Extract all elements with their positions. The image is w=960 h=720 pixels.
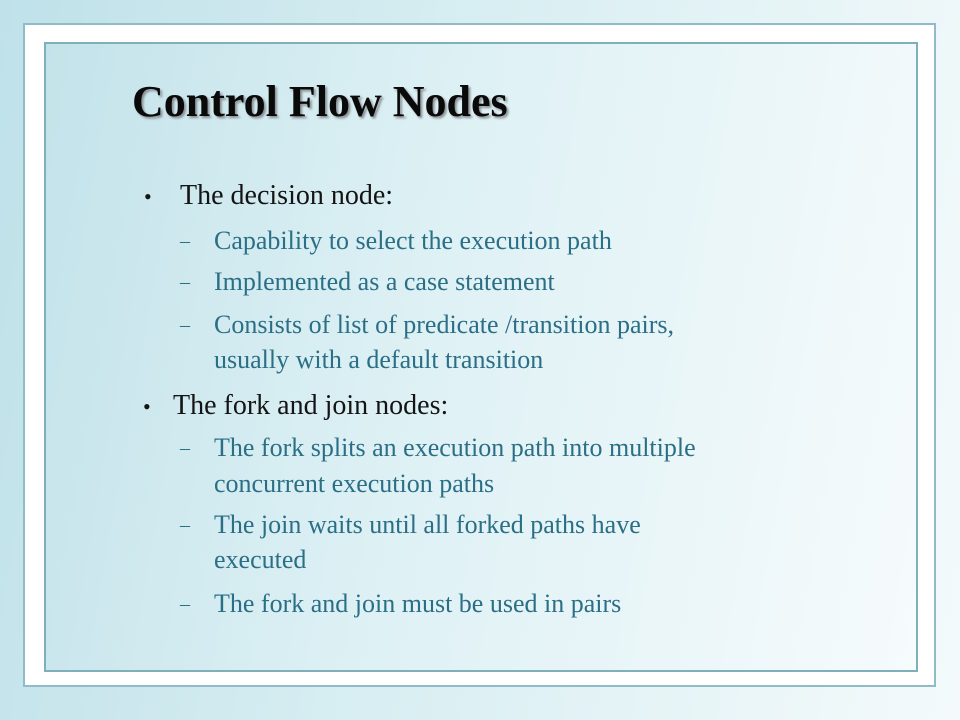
dash-marker: – — [180, 314, 190, 336]
dash-marker: – — [180, 437, 190, 459]
subitem-text: Consists of list of predicate /transitio… — [214, 310, 674, 339]
subitem-text: Implemented as a case statement — [214, 267, 555, 296]
bullet-decision-node: • The decision node: — [144, 180, 394, 212]
subitem: – Capability to select the execution pat… — [180, 223, 612, 259]
subitem-text: concurrent execution paths — [214, 469, 495, 498]
subitem-text: Capability to select the execution path — [214, 226, 612, 255]
subitem-continuation: concurrent execution paths — [214, 466, 494, 502]
subitem-text: usually with a default transition — [214, 345, 544, 374]
subitem-continuation: usually with a default transition — [214, 342, 543, 378]
subitem-text: The fork and join must be used in pairs — [214, 589, 622, 618]
dash-marker: – — [180, 514, 190, 536]
subitem-text: The fork splits an execution path into m… — [214, 433, 696, 462]
subitem: – Consists of list of predicate /transit… — [180, 307, 674, 343]
bullet-text: The decision node: — [180, 180, 394, 211]
bullet-fork-join-nodes: • The fork and join nodes: — [143, 390, 449, 422]
bullet-text: The fork and join nodes: — [173, 390, 449, 421]
subitem-continuation: executed — [214, 542, 306, 578]
dash-marker: – — [180, 593, 190, 615]
subitem: – The fork splits an execution path into… — [180, 430, 696, 466]
content-panel — [44, 42, 918, 672]
subitem: – The join waits until all forked paths … — [180, 507, 641, 543]
subitem: – The fork and join must be used in pair… — [180, 586, 622, 622]
dash-marker: – — [180, 271, 190, 293]
slide-title: Control Flow Nodes — [132, 77, 508, 126]
dash-marker: – — [180, 230, 190, 252]
subitem: – Implemented as a case statement — [180, 264, 555, 300]
bullet-marker: • — [144, 184, 152, 209]
subitem-text: The join waits until all forked paths ha… — [214, 510, 641, 539]
subitem-text: executed — [214, 545, 307, 574]
bullet-marker: • — [143, 394, 151, 419]
